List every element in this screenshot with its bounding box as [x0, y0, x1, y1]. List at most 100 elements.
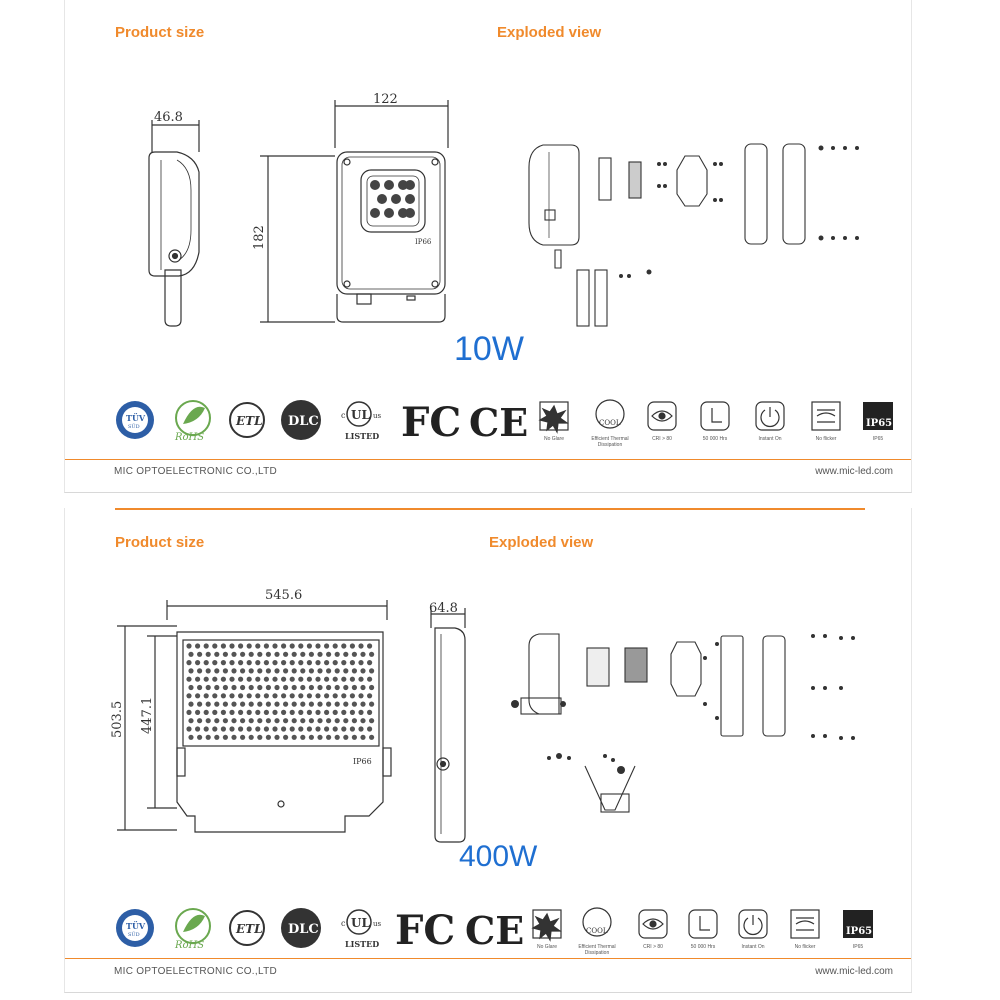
- svg-text:IP65: IP65: [866, 418, 892, 429]
- svg-text:LISTED: LISTED: [345, 939, 379, 949]
- led-dot: [246, 693, 252, 699]
- led-dot: [291, 734, 297, 740]
- eye-icon: [647, 401, 677, 431]
- led-dot: [240, 668, 246, 674]
- led-dot: [238, 726, 244, 732]
- product-drawings-10w: 46.8 122 182 IP66: [148, 92, 859, 327]
- height-label: 182: [252, 225, 267, 250]
- led-dot: [222, 684, 228, 691]
- led-dot: [349, 676, 355, 682]
- led-dot: [298, 660, 304, 666]
- led-dot: [263, 643, 269, 649]
- led-dot: [214, 718, 220, 724]
- feature-caption: Instant On: [758, 436, 782, 442]
- led-dot: [186, 676, 192, 682]
- feature-caption: Efficient Thermal Dissipation: [591, 436, 629, 448]
- no-glare-icon: [538, 401, 569, 434]
- svg-text:UL: UL: [351, 408, 370, 422]
- led-dot: [257, 684, 263, 691]
- led-dot: [349, 660, 355, 666]
- ip65-icon: IP65: [843, 910, 873, 938]
- led-dot: [281, 709, 287, 715]
- led-dot: [212, 693, 218, 699]
- led-dot: [334, 701, 340, 707]
- led-dot: [341, 693, 347, 699]
- footer-divider: [65, 958, 911, 959]
- led-dot: [317, 651, 323, 657]
- feature-caption: 50 000 Hrs: [690, 944, 716, 950]
- led-dot: [205, 668, 211, 674]
- led-dot: [195, 676, 201, 682]
- feature-caption: No Glare: [536, 944, 557, 950]
- led-dot: [263, 726, 269, 732]
- led-dot: [205, 734, 211, 740]
- led-dot: [281, 693, 287, 699]
- led-dot: [263, 693, 269, 699]
- led-dot: [214, 651, 220, 657]
- footer-divider: [65, 459, 911, 460]
- ip65-icon: IP65: [863, 402, 893, 430]
- led-dot: [263, 676, 269, 682]
- led-dot: [283, 668, 289, 674]
- side-depth-label: 46.8: [154, 110, 183, 125]
- led-dot: [369, 651, 375, 657]
- power-icon: [738, 909, 768, 939]
- led-dot: [291, 651, 297, 657]
- led-dot: [341, 726, 347, 732]
- rohs-icon: RoHS: [174, 908, 211, 951]
- led-dot: [324, 643, 330, 649]
- led-dot: [265, 684, 271, 691]
- clock-icon: [700, 401, 730, 431]
- exploded-view-drawing-10w: [528, 143, 806, 327]
- side-depth-label: 64.8: [429, 601, 458, 616]
- led-dot: [289, 660, 295, 666]
- led-dot: [214, 701, 220, 707]
- led-dot: [351, 701, 357, 707]
- svg-text:UL: UL: [351, 916, 370, 930]
- cool-icon: COOL: [582, 907, 612, 937]
- led-dot: [341, 676, 347, 682]
- led-dot: [334, 668, 340, 674]
- led-dot: [281, 660, 287, 666]
- exploded-view-title: Exploded view: [497, 24, 602, 41]
- power-icon: [755, 401, 785, 431]
- footer-company: MIC OPTOELECTRONIC CO.,LTD: [114, 466, 277, 477]
- svg-text:COOL: COOL: [586, 927, 608, 935]
- ul-icon: UL c us LISTED: [341, 909, 382, 949]
- led-dot: [272, 643, 278, 649]
- feature-caption: Instant On: [741, 944, 765, 950]
- footer-website[interactable]: www.mic-led.com: [815, 466, 893, 477]
- footer-website[interactable]: www.mic-led.com: [815, 966, 893, 977]
- led-dot: [195, 643, 201, 649]
- led-dot: [324, 693, 330, 699]
- certifications-row: TÜV SÜD RoHS ETL DLC UL c us LISTED: [115, 396, 905, 448]
- product-size-title: Product size: [115, 534, 205, 551]
- led-dot: [188, 668, 194, 674]
- led-dot: [195, 660, 201, 666]
- led-grid-400w: [186, 643, 375, 740]
- feature-caption: No Glare: [543, 436, 564, 442]
- eye-icon: [638, 909, 668, 939]
- led-dot: [186, 709, 192, 715]
- inner-height-label: 447.1: [140, 697, 155, 734]
- svg-text:SÜD: SÜD: [128, 423, 140, 430]
- led-dot: [188, 718, 194, 724]
- led-dot: [317, 684, 323, 691]
- led-dot: [240, 651, 246, 657]
- led-dot: [306, 676, 312, 682]
- dlc-icon: DLC: [281, 908, 321, 948]
- led-dot: [205, 718, 211, 724]
- led-dot: [343, 651, 349, 657]
- led-dot: [240, 701, 246, 707]
- svg-text:RoHS: RoHS: [174, 940, 204, 951]
- led-dot: [265, 718, 271, 724]
- led-dot: [358, 643, 364, 649]
- led-dot: [291, 718, 297, 724]
- svg-text:us: us: [373, 412, 382, 420]
- led-dot: [255, 643, 261, 649]
- led-dot: [212, 660, 218, 666]
- led-dot: [291, 668, 297, 674]
- led-dot: [197, 701, 203, 707]
- led-dot: [306, 709, 312, 715]
- svg-text:TÜV: TÜV: [126, 921, 146, 931]
